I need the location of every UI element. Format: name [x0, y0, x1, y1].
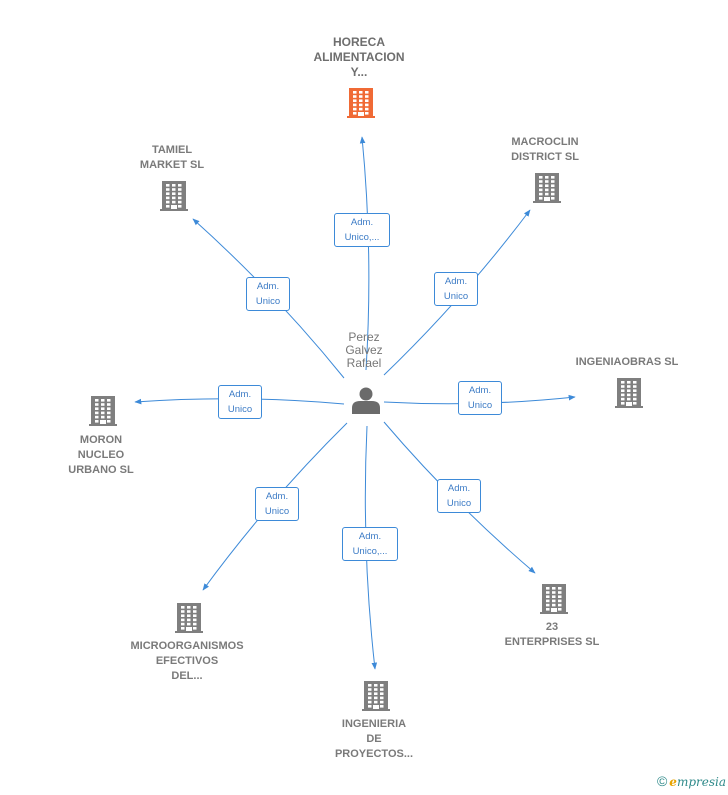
- empresia-logo-text: mpresia: [676, 775, 726, 789]
- edge-label-horeca[interactable]: Adm. Unico,...: [334, 213, 390, 247]
- company-label-ingeniaobras[interactable]: INGENIAOBRAS SL: [575, 356, 679, 368]
- empresia-logo-e: e: [669, 775, 677, 789]
- building-icon-horeca[interactable]: [347, 88, 375, 118]
- center-person-name[interactable]: Perez Galvez Rafael: [345, 330, 383, 370]
- empresia-watermark: ©empresia: [657, 773, 726, 789]
- company-label-enterprises[interactable]: 23 ENTERPRISES SL: [504, 621, 600, 648]
- company-label-ingenieria[interactable]: INGENIERIA DE PROYECTOS...: [334, 718, 414, 760]
- company-label-microorganismos[interactable]: MICROORGANISMOS EFECTIVOS DEL...: [130, 640, 244, 682]
- company-label-macroclin[interactable]: MACROCLIN DISTRICT SL: [511, 136, 579, 163]
- company-label-moron[interactable]: MORON NUCLEO URBANO SL: [68, 434, 134, 476]
- building-icon-ingenieria[interactable]: [362, 681, 390, 711]
- edge-label-moron[interactable]: Adm. Unico: [218, 385, 262, 419]
- nodes-layer: [89, 88, 643, 711]
- company-label-tamiel[interactable]: TAMIEL MARKET SL: [139, 144, 205, 171]
- building-icon-enterprises[interactable]: [540, 584, 568, 614]
- edge-horeca: [359, 136, 370, 371]
- building-icon-moron[interactable]: [89, 396, 117, 426]
- edge-label-ingenieria[interactable]: Adm. Unico,...: [342, 527, 398, 561]
- company-label-horeca[interactable]: HORECA ALIMENTACION Y...: [313, 35, 405, 79]
- edge-label-microorganismos[interactable]: Adm. Unico: [255, 487, 299, 521]
- edge-label-tamiel[interactable]: Adm. Unico: [246, 277, 290, 311]
- building-icon-tamiel[interactable]: [160, 181, 188, 211]
- person-icon[interactable]: [352, 387, 380, 415]
- edge-label-enterprises[interactable]: Adm. Unico: [437, 479, 481, 513]
- edge-label-ingeniaobras[interactable]: Adm. Unico: [458, 381, 502, 415]
- building-icon-macroclin[interactable]: [533, 173, 561, 203]
- edge-label-macroclin[interactable]: Adm. Unico: [434, 272, 478, 306]
- building-icon-microorganismos[interactable]: [175, 603, 203, 633]
- building-icon-ingeniaobras[interactable]: [615, 378, 643, 408]
- copyright-icon: ©: [656, 773, 668, 789]
